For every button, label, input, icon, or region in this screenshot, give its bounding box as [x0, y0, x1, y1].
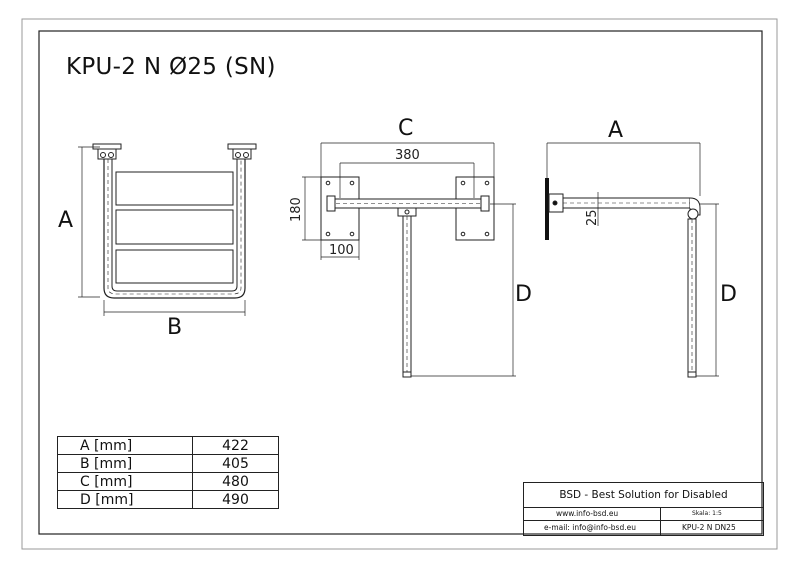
top-dim-c-label: C	[398, 116, 414, 141]
front-dim-a-label: A	[58, 208, 74, 233]
side-dim-d-label: D	[720, 282, 737, 307]
dim-value: 480	[192, 472, 279, 491]
dim-value: 490	[192, 490, 279, 509]
company-name: BSD - Best Solution for Disabled	[524, 483, 763, 508]
top-dim-d-label: D	[515, 282, 532, 307]
side-wall-plate	[545, 178, 549, 240]
website-link[interactable]: www.info-bsd.eu	[556, 509, 619, 518]
left-bracket	[92, 143, 122, 160]
inner-border	[38, 30, 763, 535]
email-link[interactable]: e-mail: info@info-bsd.eu	[544, 523, 636, 532]
dim-value: 405	[192, 454, 279, 473]
title-block: BSD - Best Solution for Disabled www.inf…	[523, 482, 764, 536]
outer-border	[21, 18, 778, 550]
product-code: KPU-2 N DN25	[682, 523, 736, 532]
side-view	[545, 142, 719, 378]
dim-value: 422	[192, 436, 279, 455]
slat-2	[115, 209, 234, 245]
side-dim-a-label: A	[608, 118, 624, 143]
side-dim-25-label: 25	[585, 209, 600, 226]
dim-key: B [mm]	[57, 454, 193, 473]
dim-key: D [mm]	[57, 490, 193, 509]
front-view	[78, 143, 257, 316]
drawing-title: KPU-2 N Ø25 (SN)	[66, 54, 276, 80]
dimension-table: A [mm] 422 B [mm] 405 C [mm] 480 D [mm] …	[57, 436, 279, 509]
top-dim-380-label: 380	[395, 148, 420, 163]
slat-3	[115, 249, 234, 284]
scale-text: Skala: 1:5	[692, 510, 722, 517]
right-bracket	[227, 143, 257, 160]
top-dim-100-label: 100	[329, 243, 354, 258]
top-dim-180-label: 180	[289, 197, 304, 222]
front-dim-b-label: B	[167, 315, 183, 340]
dim-key: A [mm]	[57, 436, 193, 455]
table-row: D [mm] 490	[57, 490, 279, 509]
table-row: B [mm] 405	[57, 454, 279, 473]
top-view	[302, 142, 516, 378]
table-row: A [mm] 422	[57, 436, 279, 455]
dim-key: C [mm]	[57, 472, 193, 491]
table-row: C [mm] 480	[57, 472, 279, 491]
slat-1	[115, 171, 234, 206]
u-frame	[103, 159, 246, 299]
